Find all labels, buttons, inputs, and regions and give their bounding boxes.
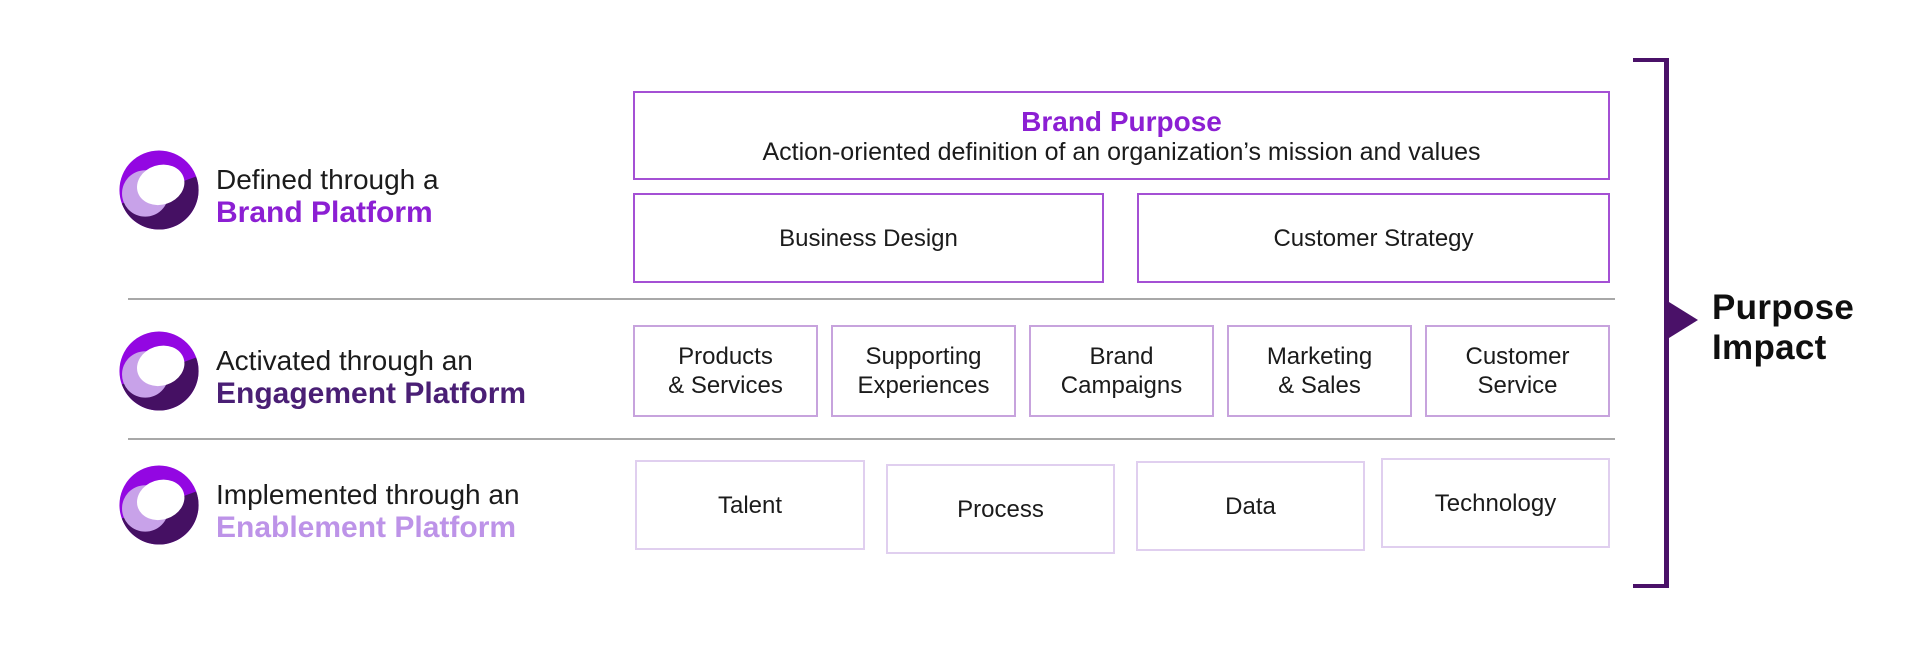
row-intro-text: Activated through an	[216, 345, 473, 376]
row-separator	[128, 298, 1615, 300]
row-platform-text: Engagement Platform	[216, 377, 527, 410]
row-platform-text: Enablement Platform	[216, 511, 517, 544]
row-separator	[128, 438, 1615, 440]
customer-strategy-box: Customer Strategy	[1137, 193, 1610, 283]
customer-service-box: Customer Service	[1425, 325, 1610, 417]
talent-box: Talent	[635, 460, 865, 550]
swirl-logo-icon	[116, 328, 202, 414]
brand-purpose-box: Brand Purpose Action-oriented definition…	[633, 91, 1610, 180]
products-services-box: Products & Services	[633, 325, 818, 417]
technology-box: Technology	[1381, 458, 1610, 548]
row-platform-text: Brand Platform	[216, 196, 433, 229]
brand-purpose-title: Brand Purpose	[1021, 106, 1222, 137]
arrow-right-icon	[1669, 302, 1698, 338]
swirl-logo-icon	[116, 147, 202, 233]
process-box: Process	[886, 464, 1115, 554]
row-label-brand: Defined through a Brand Platform	[216, 163, 439, 229]
row-intro-text: Defined through a	[216, 164, 439, 195]
purpose-impact-label: Purpose Impact	[1712, 288, 1855, 367]
data-box: Data	[1136, 461, 1365, 551]
supporting-experiences-box: Supporting Experiences	[831, 325, 1016, 417]
bracket-bottom-cap	[1633, 584, 1669, 588]
brand-purpose-subtitle: Action-oriented definition of an organiz…	[762, 138, 1481, 166]
brand-campaigns-box: Brand Campaigns	[1029, 325, 1214, 417]
row-label-engagement: Activated through an Engagement Platform	[216, 344, 526, 410]
business-design-box: Business Design	[633, 193, 1104, 283]
marketing-sales-box: Marketing & Sales	[1227, 325, 1412, 417]
row-intro-text: Implemented through an	[216, 479, 520, 510]
swirl-logo-icon	[116, 462, 202, 548]
bracket-line	[1664, 58, 1669, 588]
row-label-enablement: Implemented through an Enablement Platfo…	[216, 478, 520, 544]
bracket-top-cap	[1633, 58, 1669, 62]
